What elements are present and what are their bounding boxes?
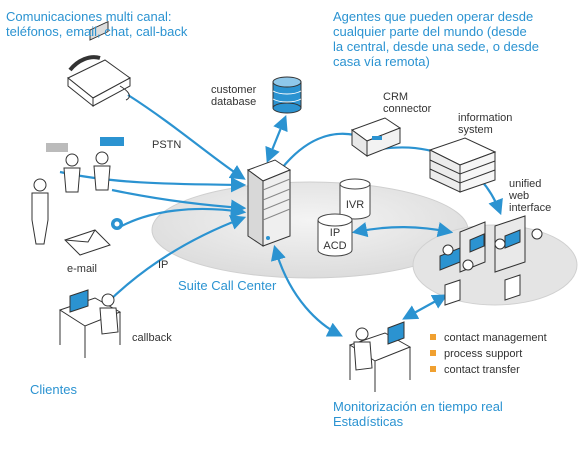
feature-item: contact management <box>430 330 547 346</box>
callback-label: callback <box>132 332 172 344</box>
arrow-phone2 <box>111 188 247 215</box>
people-icon <box>31 137 124 245</box>
ip-acd-icon <box>317 213 353 257</box>
arrow-db <box>265 114 288 164</box>
ivr-icon <box>339 178 371 220</box>
agents-workstations-icon <box>439 215 543 306</box>
pstn-label: PSTN <box>152 139 182 151</box>
clientes-label: Clientes <box>30 382 77 397</box>
bullet-icon <box>430 366 436 372</box>
arrow-phone1 <box>59 170 247 193</box>
monitoring-heading: Monitorización en tiempo real Estadístic… <box>333 399 503 429</box>
bullet-icon <box>430 350 436 356</box>
bullet-icon <box>430 334 436 340</box>
unified-web-interface-label: unified web interface <box>509 178 552 214</box>
monitoring-workstation-icon <box>348 321 412 392</box>
email-label: e-mail <box>67 263 97 275</box>
customer-database-label: customer database <box>211 84 257 108</box>
arrow-ip <box>104 215 247 306</box>
information-system-icon <box>428 137 497 193</box>
feature-item: contact transfer <box>430 362 547 378</box>
callback-workstation-icon <box>58 289 122 358</box>
ip-acd-label: IP ACD <box>323 227 347 252</box>
arrow-monitor <box>270 244 343 337</box>
arrow-monitor-agents <box>402 294 448 320</box>
arrow-acd <box>351 222 454 238</box>
ip-label: IP <box>158 259 169 271</box>
suite-call-center-label: Suite Call Center <box>178 278 277 293</box>
arrow-crm <box>281 129 369 169</box>
agents-heading: Agentes que pueden operar desde cualquie… <box>333 9 539 69</box>
multichannel-heading: Comunicaciones multi canal: teléfonos, e… <box>6 9 188 39</box>
arrow-email <box>117 202 247 229</box>
crm-connector-icon <box>350 117 402 157</box>
feature-item: process support <box>430 346 547 362</box>
telephone-icon <box>67 20 131 108</box>
email-icon <box>64 218 123 256</box>
information-system-label: information system <box>458 112 513 136</box>
database-icon <box>272 76 302 114</box>
ivr-label: IVR <box>345 199 365 211</box>
crm-connector-label: CRM connector <box>383 91 432 115</box>
arrow-pstn <box>127 94 246 180</box>
feature-list: contact management process support conta… <box>430 330 547 378</box>
server-icon <box>246 159 292 247</box>
